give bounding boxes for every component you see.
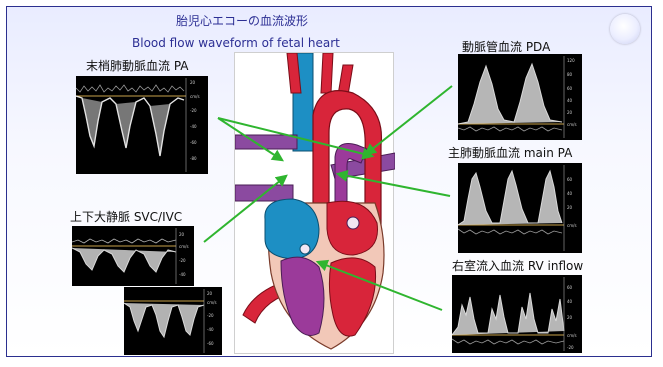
main-pa-scale-label: 60 [567, 177, 573, 182]
label-pda: 動脈管血流 PDA [462, 38, 550, 55]
svc-ivc-1-scale-label: -40 [179, 272, 186, 277]
rv-inflow-scale-label: 60 [567, 285, 573, 290]
pa-scale-label: cm/s [190, 94, 200, 99]
svc-ivc-2-scale-label: cm/s [207, 300, 217, 305]
svc-ivc-2-scale-label: -60 [207, 341, 214, 346]
rv-inflow-scale-label: -20 [567, 345, 574, 350]
doppler-pda: 120 80 60 40 20 cm/s [458, 54, 582, 140]
fetal-heart-diagram [234, 52, 394, 354]
pda-scale-label: 60 [567, 86, 573, 91]
pda-scale-label: 20 [567, 110, 573, 115]
label-main-pa: 主肺動脈血流 main PA [448, 144, 572, 161]
doppler-main-pa: 60 40 20 cm/s [458, 163, 582, 253]
rv-inflow-scale-label: cm/s [567, 333, 577, 338]
pa-scale-label: 20 [190, 80, 196, 85]
university-logo-icon [610, 14, 640, 44]
slide-title-japanese: 胎児心エコーの血流波形 [176, 12, 308, 29]
svc-ivc-2-scale-label: 20 [207, 291, 213, 296]
svc-ivc-2-scale-label: -20 [207, 313, 214, 318]
slide-title-english: Blood flow waveform of fetal heart [132, 36, 340, 50]
pda-scale-label: 120 [567, 58, 575, 63]
pa-scale-label: -40 [190, 124, 197, 129]
rv-inflow-scale-label: 20 [567, 315, 573, 320]
svc-ivc-1-scale-label: cm/s [179, 244, 189, 249]
svc-ivc-2-scale-label: -40 [207, 327, 214, 332]
pda-scale-label: 40 [567, 98, 573, 103]
doppler-svc-ivc-2: 20 cm/s -20 -40 -60 [124, 287, 222, 355]
doppler-pa: 20 cm/s -20 -40 -60 -80 [76, 76, 208, 174]
pa-scale-label: -20 [190, 108, 197, 113]
svc-ivc-1-scale-label: -20 [179, 258, 186, 263]
label-svc-ivc: 上下大静脈 SVC/IVC [70, 208, 182, 225]
pa-scale-label: -80 [190, 156, 197, 161]
main-pa-scale-label: 20 [567, 205, 573, 210]
main-pa-scale-label: 40 [567, 191, 573, 196]
pda-scale-label: cm/s [567, 122, 577, 127]
doppler-rv-inflow: 60 40 20 cm/s -20 [452, 275, 582, 353]
label-pa: 末梢肺動脈血流 PA [86, 57, 189, 74]
main-pa-scale-label: cm/s [567, 223, 577, 228]
rv-inflow-scale-label: 40 [567, 299, 573, 304]
pda-scale-label: 80 [567, 72, 573, 77]
svc-ivc-1-scale-label: 20 [179, 232, 185, 237]
pa-scale-label: -60 [190, 140, 197, 145]
label-rv-inflow: 右室流入血流 RV inflow [452, 257, 583, 274]
doppler-svc-ivc-1: 20 cm/s -20 -40 [72, 226, 194, 286]
